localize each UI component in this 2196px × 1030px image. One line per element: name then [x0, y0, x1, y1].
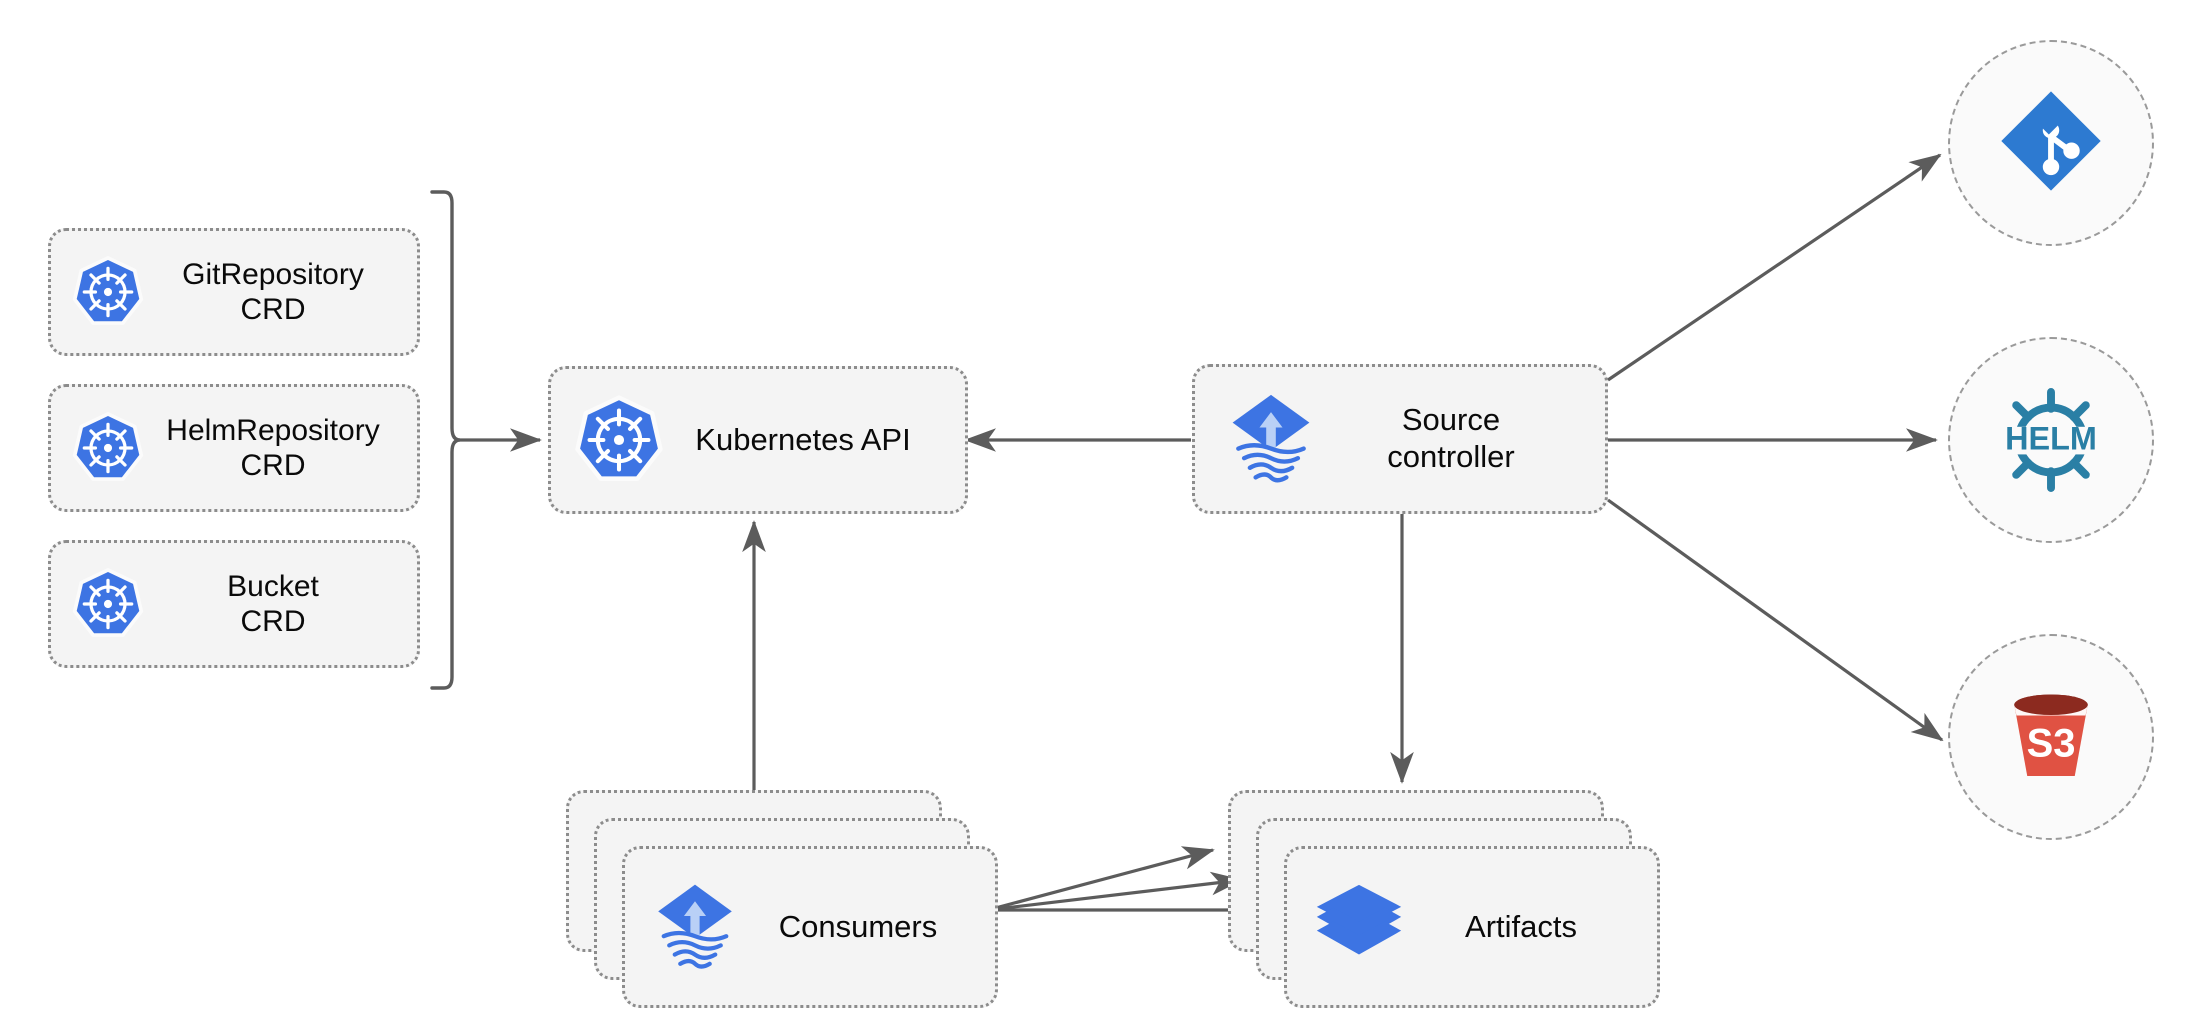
node-label: Source controller	[1387, 402, 1515, 474]
crd-card-helmrepository[interactable]: HelmRepository CRD	[48, 384, 420, 512]
kubernetes-icon	[71, 255, 145, 329]
node-label: Artifacts	[1465, 908, 1577, 944]
node-kubernetes-api[interactable]: Kubernetes API	[548, 366, 968, 514]
source-circle-helm[interactable]: HELM	[1948, 337, 2154, 543]
kubernetes-icon	[71, 567, 145, 641]
crd-card-bucket[interactable]: Bucket CRD	[48, 540, 420, 668]
node-consumers[interactable]: Consumers	[622, 846, 998, 1008]
s3-label: S3	[2027, 721, 2076, 765]
edge-consumers-to-artifacts-1	[987, 846, 1215, 912]
node-label: Kubernetes API	[695, 421, 911, 457]
flux-icon	[1223, 389, 1319, 489]
source-circle-git[interactable]	[1948, 40, 2154, 246]
crd-label: HelmRepository CRD	[166, 413, 380, 482]
kubernetes-icon	[573, 394, 665, 486]
helm-icon: HELM	[1991, 380, 2111, 500]
crd-group-bracket	[430, 190, 461, 690]
flux-icon	[649, 879, 741, 975]
node-source-controller[interactable]: Source controller	[1192, 364, 1608, 514]
helm-label: HELM	[2005, 421, 2097, 457]
crd-label: GitRepository CRD	[182, 257, 364, 326]
edge-consumers-to-artifacts-2	[987, 871, 1243, 912]
source-circle-s3[interactable]: S3	[1948, 634, 2154, 840]
crd-card-gitrepository[interactable]: GitRepository CRD	[48, 228, 420, 356]
git-icon	[1997, 87, 2105, 200]
node-label: Consumers	[778, 908, 938, 944]
crd-label: Bucket CRD	[227, 569, 319, 638]
layers-icon	[1313, 883, 1405, 971]
edge-source-to-git	[1607, 153, 1942, 382]
node-artifacts[interactable]: Artifacts	[1284, 846, 1660, 1008]
kubernetes-icon	[71, 411, 145, 485]
edge-source-to-s3	[1607, 498, 1944, 742]
s3-icon: S3	[1997, 681, 2105, 794]
